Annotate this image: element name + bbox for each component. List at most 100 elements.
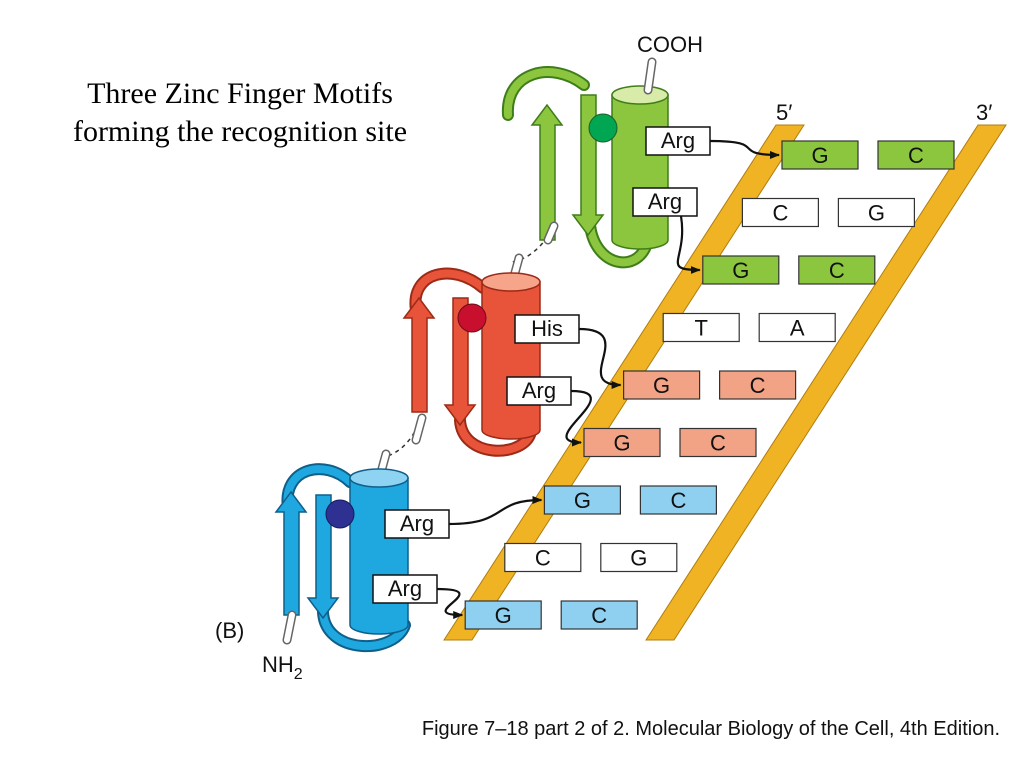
linker-stub-inner xyxy=(545,223,557,243)
base-left-letter: G xyxy=(495,603,512,628)
base-left xyxy=(464,600,542,630)
zinc-atom xyxy=(457,303,487,333)
residue-label: Arg xyxy=(648,189,682,214)
base-left-letter: G xyxy=(811,143,828,168)
figure-caption: Figure 7–18 part 2 of 2. Molecular Biolo… xyxy=(421,718,1000,740)
c-terminal-tail-inner xyxy=(645,59,655,93)
base-right xyxy=(877,140,955,170)
residue-label: Arg xyxy=(400,511,434,536)
alpha-helix-top xyxy=(611,85,669,105)
n-terminus-base: NH xyxy=(262,652,294,677)
residue-box xyxy=(645,126,711,156)
base-left xyxy=(781,140,859,170)
contact-arrow xyxy=(565,389,592,447)
residue-box xyxy=(506,376,572,406)
n-terminus-subscript: 2 xyxy=(294,666,303,683)
residue-contact: His xyxy=(514,314,622,389)
base-right-letter: G xyxy=(630,546,647,571)
base-right-letter: A xyxy=(790,316,805,341)
zinc-atom xyxy=(325,499,355,529)
panel-label: (B) xyxy=(215,618,244,643)
base-left xyxy=(741,197,820,228)
residue-contact: Arg xyxy=(372,574,464,619)
residue-label: His xyxy=(531,316,563,341)
alpha-helix-cylinder xyxy=(481,281,541,440)
residue-label: Arg xyxy=(388,576,422,601)
base-right xyxy=(758,312,836,343)
beta-strand-up-arrow xyxy=(530,103,564,241)
alpha-helix-cylinder xyxy=(349,477,409,635)
contact-arrow xyxy=(436,587,464,619)
zinc-atom xyxy=(588,113,618,143)
contact-arrow xyxy=(578,327,622,389)
backbone-3-prime-strand xyxy=(645,124,1007,641)
residue-box xyxy=(384,509,450,539)
title-line-1: Three Zinc Finger Motifs xyxy=(87,77,393,110)
base-right xyxy=(639,485,718,515)
n-terminus-label: NH2 xyxy=(262,652,303,683)
title: Three Zinc Finger Motifs forming the rec… xyxy=(20,75,460,151)
base-left xyxy=(702,255,780,285)
residue-contact: Arg xyxy=(645,126,780,159)
loop-connector-inner xyxy=(456,416,534,455)
base-right-letter: C xyxy=(750,373,766,398)
loop-connector-inner xyxy=(411,269,487,314)
base-left xyxy=(543,485,622,515)
base-left-letter: G xyxy=(653,373,670,398)
residue-box xyxy=(372,574,438,604)
alpha-helix-top xyxy=(349,468,409,488)
alpha-helix-cylinder xyxy=(611,94,669,250)
base-left-letter: T xyxy=(694,316,707,341)
residue-contact: Arg xyxy=(632,187,701,274)
base-right-letter: C xyxy=(908,143,924,168)
base-left xyxy=(662,312,740,343)
base-right-letter: C xyxy=(591,603,607,628)
residue-box xyxy=(514,314,580,344)
base-right xyxy=(679,427,757,458)
residue-label: Arg xyxy=(661,128,695,153)
zinc-finger-3 xyxy=(274,463,411,653)
contact-arrow xyxy=(709,139,780,159)
c-terminus-label: COOH xyxy=(637,32,703,57)
residue-contact: Arg xyxy=(506,376,592,447)
base-left xyxy=(583,427,661,458)
base-right xyxy=(837,197,916,228)
base-left-letter: C xyxy=(772,201,788,226)
base-left-letter: C xyxy=(535,546,551,571)
loop-connector-inner xyxy=(503,68,588,119)
base-left-letter: G xyxy=(613,431,630,456)
base-left xyxy=(622,370,701,400)
beta-strand-up-arrow xyxy=(274,490,308,616)
title-line-2: forming the recognition site xyxy=(72,115,408,148)
contact-arrow xyxy=(448,496,543,526)
base-right-letter: G xyxy=(868,201,885,226)
base-right xyxy=(560,600,638,630)
loop-connector-inner xyxy=(319,608,409,651)
label-3-prime: 3′ xyxy=(976,100,992,125)
loop-connector-inner xyxy=(586,221,652,267)
base-left-letter: G xyxy=(732,258,749,283)
base-right xyxy=(600,542,678,573)
base-left xyxy=(504,542,582,573)
linker-stub-inner xyxy=(413,415,425,443)
beta-strand-up-arrow xyxy=(402,296,436,413)
contact-arrow xyxy=(676,215,701,274)
base-left-letter: G xyxy=(574,488,591,513)
label-5-prime: 5′ xyxy=(776,100,792,125)
base-right xyxy=(798,255,876,285)
n-terminal-tail-inner xyxy=(284,612,295,643)
residue-box xyxy=(632,187,698,217)
alpha-helix-top xyxy=(481,272,541,292)
